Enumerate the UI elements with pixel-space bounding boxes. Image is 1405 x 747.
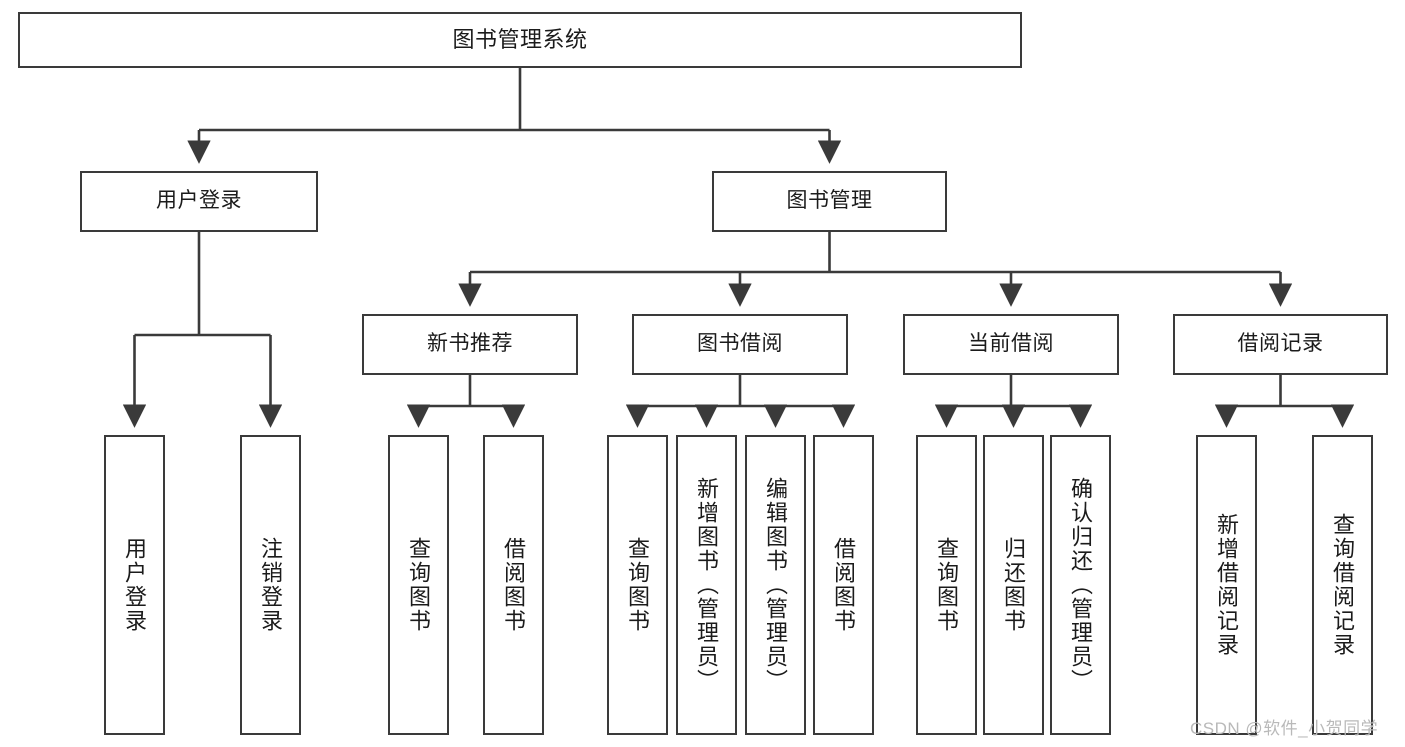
node-new-book-rec[interactable]: 新书推荐: [362, 314, 578, 375]
node-leaf-query-book-3[interactable]: 查询图书: [916, 435, 977, 735]
node-book-manage[interactable]: 图书管理: [712, 171, 947, 232]
node-label: 用户登录: [122, 537, 148, 633]
node-user-login[interactable]: 用户登录: [80, 171, 318, 232]
node-leaf-query-book-2[interactable]: 查询图书: [607, 435, 668, 735]
node-label: 查询图书: [934, 537, 960, 633]
node-leaf-confirm-return[interactable]: 确认归还（管理员）: [1050, 435, 1111, 735]
node-label: 新书推荐: [427, 332, 513, 356]
node-label: 借阅图书: [831, 537, 857, 633]
node-label: 确认归还（管理员）: [1068, 477, 1094, 693]
node-label: 用户登录: [156, 189, 242, 213]
csdn-watermark: CSDN @软件_小贺同学: [1190, 719, 1379, 738]
node-leaf-logout[interactable]: 注销登录: [240, 435, 301, 735]
node-label: 归还图书: [1001, 537, 1027, 633]
node-root[interactable]: 图书管理系统: [18, 12, 1022, 68]
node-label: 借阅图书: [501, 537, 527, 633]
node-label: 图书借阅: [697, 332, 783, 356]
node-label: 图书管理系统: [452, 27, 588, 53]
node-label: 查询图书: [625, 537, 651, 633]
node-leaf-query-record[interactable]: 查询借阅记录: [1312, 435, 1373, 735]
node-book-borrow[interactable]: 图书借阅: [632, 314, 848, 375]
node-leaf-add-record[interactable]: 新增借阅记录: [1196, 435, 1257, 735]
node-leaf-borrow-book-2[interactable]: 借阅图书: [813, 435, 874, 735]
node-label: 查询借阅记录: [1330, 513, 1356, 657]
node-label: 借阅记录: [1237, 332, 1324, 356]
node-leaf-add-book[interactable]: 新增图书（管理员）: [676, 435, 737, 735]
node-label: 查询图书: [406, 537, 432, 633]
node-borrow-record[interactable]: 借阅记录: [1173, 314, 1388, 375]
node-leaf-borrow-book-1[interactable]: 借阅图书: [483, 435, 544, 735]
node-label: 图书管理: [786, 189, 873, 213]
node-label: 新增图书（管理员）: [694, 477, 720, 693]
node-current-borrow[interactable]: 当前借阅: [903, 314, 1119, 375]
node-leaf-query-book-1[interactable]: 查询图书: [388, 435, 449, 735]
node-leaf-user-login[interactable]: 用户登录: [104, 435, 165, 735]
node-leaf-return-book[interactable]: 归还图书: [983, 435, 1044, 735]
node-label: 注销登录: [258, 537, 284, 633]
node-leaf-edit-book[interactable]: 编辑图书（管理员）: [745, 435, 806, 735]
node-label: 当前借阅: [968, 332, 1054, 356]
node-label: 编辑图书（管理员）: [763, 477, 789, 693]
node-label: 新增借阅记录: [1214, 513, 1240, 657]
